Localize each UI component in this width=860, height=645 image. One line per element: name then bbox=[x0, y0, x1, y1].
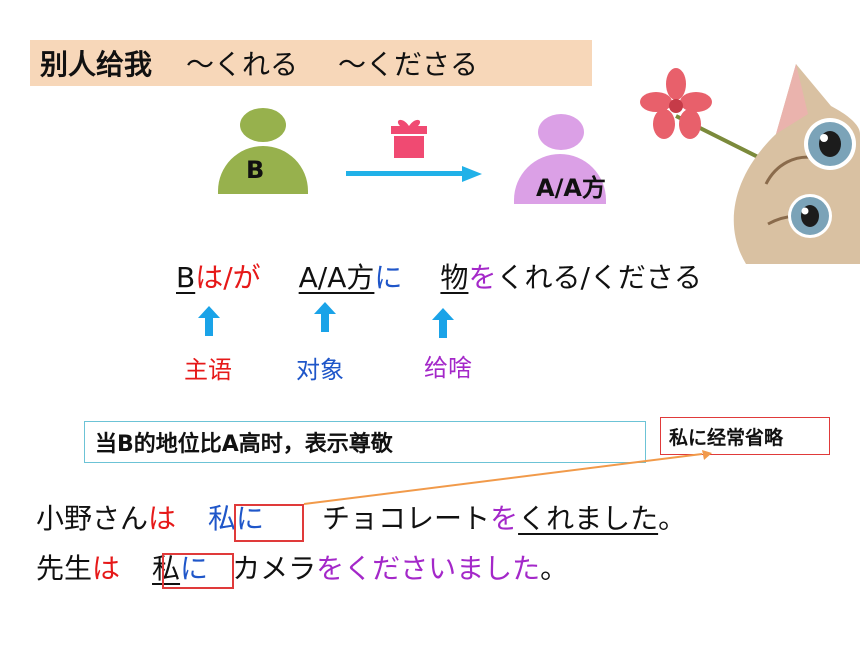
example2-target-particle: に bbox=[180, 552, 209, 585]
title-bar: 别人给我 ～くれる ～くださる bbox=[30, 40, 592, 86]
title-form-kudasaru: ～くださる bbox=[338, 48, 479, 81]
up-arrow-icon-target bbox=[314, 302, 336, 332]
example1-verb: くれました bbox=[518, 502, 659, 535]
receiver-person: A/A方 bbox=[514, 114, 610, 204]
receiver-head bbox=[538, 114, 584, 150]
pattern-subject-particle: は/が bbox=[195, 261, 261, 294]
pattern-subject: B bbox=[176, 261, 196, 294]
pattern-target: A/A方 bbox=[298, 261, 375, 294]
gift-icon bbox=[391, 119, 427, 158]
role-object-label: 给啥 bbox=[424, 354, 472, 382]
giver-person: B bbox=[218, 108, 308, 194]
giver-head bbox=[240, 108, 286, 142]
example2-object: カメラ bbox=[232, 552, 317, 585]
receiver-label: A/A方 bbox=[536, 174, 606, 202]
pattern-object: 物 bbox=[440, 261, 469, 294]
example1-object: チョコレート bbox=[322, 502, 491, 535]
example2-object-particle: を bbox=[316, 552, 345, 585]
example2-subject: 先生 bbox=[36, 552, 93, 585]
example2-target-box bbox=[162, 553, 234, 589]
example2-subject-particle: は bbox=[92, 552, 121, 585]
title-main: 别人给我 bbox=[40, 48, 153, 81]
example2-end: 。 bbox=[540, 552, 569, 585]
example-sentence-2: 先生は私にカメラをくださいました。 bbox=[36, 555, 568, 583]
example-sentence-1: 小野さんは私に チョコレートをくれました。 bbox=[36, 505, 686, 533]
example1-target: 私に bbox=[208, 502, 265, 535]
example1-subject: 小野さん bbox=[36, 502, 149, 535]
example2-target: 私 bbox=[152, 552, 181, 585]
giver-label: B bbox=[246, 156, 265, 184]
give-arrow-icon bbox=[346, 166, 482, 182]
connector-arrow bbox=[303, 450, 712, 505]
role-target-label: 对象 bbox=[296, 356, 344, 384]
example1-omission-box bbox=[234, 504, 304, 542]
omission-note: 私に经常省略 bbox=[660, 417, 830, 455]
example2-verb: くださいました bbox=[344, 552, 541, 585]
pattern-verb: くれる/くださる bbox=[496, 261, 702, 294]
honorific-note: 当B的地位比A高时，表示尊敬 bbox=[84, 421, 646, 463]
pattern-target-particle: に bbox=[374, 261, 403, 294]
example1-end: 。 bbox=[658, 502, 687, 535]
pattern-object-particle: を bbox=[468, 261, 497, 294]
example1-subject-particle: は bbox=[148, 502, 177, 535]
sentence-pattern: Bは/が A/A方に 物をくれる/くださる bbox=[176, 264, 702, 292]
role-subject-label: 主语 bbox=[184, 356, 232, 384]
cat-with-flower-illustration bbox=[640, 64, 860, 264]
up-arrow-icon-subject bbox=[198, 306, 220, 336]
title-form-kureru: ～くれる bbox=[186, 48, 299, 81]
up-arrow-icon-object bbox=[432, 308, 454, 338]
example1-object-particle: を bbox=[490, 502, 519, 535]
